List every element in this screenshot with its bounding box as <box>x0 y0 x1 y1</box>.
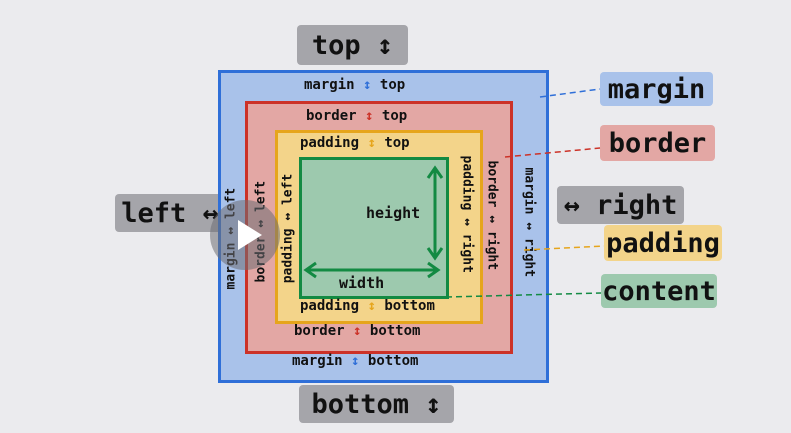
updown-arrow-icon: ↕ <box>353 323 362 339</box>
left-tag-label: left ↔ <box>121 197 219 229</box>
updown-arrow-icon: ↕ <box>363 77 372 93</box>
legend-content-label: content <box>602 275 716 307</box>
padding-bottom-side: bottom <box>384 298 435 314</box>
margin-top-side: top <box>379 77 406 93</box>
left-tag: left ↔ <box>115 194 225 232</box>
border-top-word: border <box>306 108 357 124</box>
border-bottom-word: border <box>294 323 345 339</box>
border-top-label: border ↕ top <box>306 108 407 124</box>
legend-margin: margin <box>600 72 713 106</box>
padding-top-side: top <box>384 135 410 151</box>
border-right-label: border ↔ right <box>484 160 500 271</box>
border-bottom-side: bottom <box>369 323 421 339</box>
margin-right-label: margin ↔ right <box>521 167 537 278</box>
content-box <box>299 157 449 299</box>
padding-bottom-label: padding ↕ bottom <box>300 298 435 314</box>
legend-margin-label: margin <box>607 73 706 105</box>
updown-arrow-icon: ↕ <box>367 135 376 151</box>
padding-top-label: padding ↕ top <box>300 135 410 151</box>
right-tag: ↔ right <box>557 186 684 224</box>
margin-bottom-side: bottom <box>367 353 419 369</box>
updown-arrow-icon: ↕ <box>365 108 374 124</box>
content-height-label: height <box>366 204 421 222</box>
legend-padding-label: padding <box>606 227 720 259</box>
content-width-label: width <box>339 274 385 292</box>
padding-right-label: padding ↔ right <box>459 155 475 273</box>
updown-arrow-icon: ↕ <box>367 298 376 314</box>
border-bottom-label: border ↕ bottom <box>294 323 420 339</box>
padding-top-word: padding <box>300 135 360 151</box>
margin-bottom-word: margin <box>292 353 343 369</box>
play-icon <box>238 220 262 250</box>
updown-arrow-icon: ↕ <box>351 353 360 369</box>
bottom-tag: bottom ↕ <box>299 385 454 423</box>
margin-bottom-label: margin ↕ bottom <box>292 353 418 369</box>
legend-content: content <box>601 274 717 308</box>
padding-left-label: padding ↔ left <box>280 173 296 284</box>
play-button[interactable] <box>210 200 280 270</box>
top-tag: top ↕ <box>297 25 408 65</box>
border-top-side: top <box>381 108 408 124</box>
padding-bottom-word: padding <box>300 298 360 314</box>
legend-border-label: border <box>608 127 707 159</box>
right-tag-label: ↔ right <box>563 189 678 221</box>
margin-top-word: margin <box>304 77 355 93</box>
margin-connector <box>539 88 601 98</box>
legend-padding: padding <box>604 225 722 261</box>
legend-border: border <box>600 125 715 161</box>
margin-top-label: margin ↕ top <box>304 77 405 93</box>
bottom-tag-label: bottom ↕ <box>311 388 442 420</box>
top-tag-label: top ↕ <box>311 29 394 61</box>
